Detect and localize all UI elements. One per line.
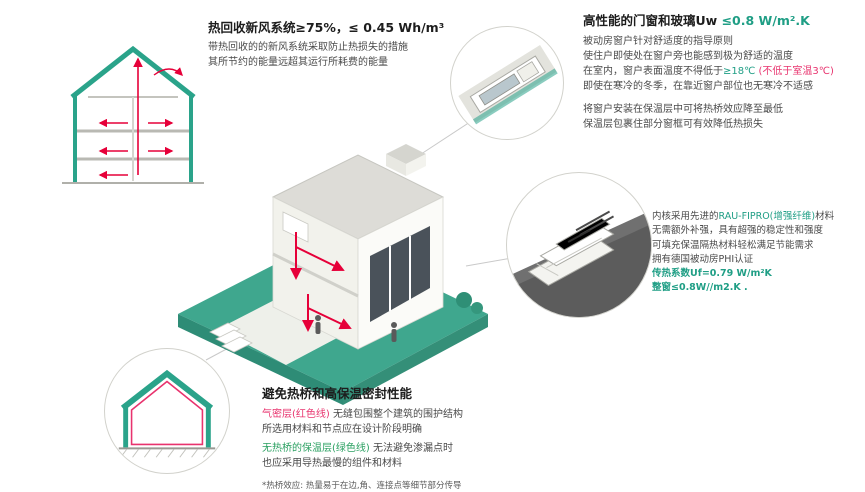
cross-section-house-illustration — [62, 45, 204, 184]
insulation-layer-label: 无热桥的保温层(绿色线) — [262, 443, 370, 455]
human-figures — [315, 315, 397, 342]
windows-line3: 在室内，窗户表面温度不得低于≥18℃ (不低于室温3℃) — [583, 64, 861, 79]
thermal-line3: 无热桥的保温层(绿色线) 无法避免渗漏点时 — [262, 441, 572, 456]
isometric-house-illustration — [178, 144, 488, 405]
windows-section: 高性能的门窗和玻璃Uw ≤0.8 W/m².K 被动房窗户针对舒适度的指导原则 … — [583, 13, 861, 132]
windows-title-text: 高性能的门窗和玻璃Uw — [583, 13, 722, 28]
windows-line5: 将窗户安装在保温层中可将热桥效应降至最低 — [583, 104, 783, 116]
window-detail-illustration — [458, 44, 558, 125]
profile-line1: 内核采用先进的RAU-FIPRO(增强纤维)材料 — [652, 210, 864, 224]
thermal-title: 避免热桥和高保温密封性能 — [262, 386, 413, 401]
profile-line2: 无需额外补强，具有超强的稳定性和强度 — [652, 225, 824, 237]
thermal-line1: 气密层(红色线) 无缝包围整个建筑的围护结构 — [262, 407, 572, 422]
profile-line1-prefix: 内核采用先进的 — [652, 211, 719, 222]
windows-line3-temp: ≥18℃ — [723, 66, 759, 78]
airtight-house-illustration — [118, 369, 216, 458]
glass-facade — [370, 226, 430, 322]
windows-line6: 保温层包裹住部分窗框可有效降低热损失 — [583, 119, 763, 131]
thermal-bridge-circle — [104, 348, 230, 474]
windows-line2: 使住户即使处在窗户旁也能感到极为舒适的温度 — [583, 51, 793, 63]
thermal-line3-text: 无法避免渗漏点时 — [369, 443, 453, 455]
airtight-layer-label: 气密层(红色线) — [262, 409, 330, 421]
thermal-line2: 所选用材料和节点应在设计阶段明确 — [262, 424, 422, 436]
hrv-body-line2: 其所节约的能量远超其运行所耗费的能量 — [208, 57, 388, 69]
thermal-section: 避免热桥和高保温密封性能 气密层(红色线) 无缝包围整个建筑的围护结构 所选用材… — [262, 386, 572, 491]
thermal-footnote: *热桥效应: 热量易于在边,角、连接点等细节部分传导 — [262, 481, 462, 492]
profile-section: 内核采用先进的RAU-FIPRO(增强纤维)材料 无需额外补强，具有超强的稳定性… — [652, 210, 864, 296]
thermal-line4: 也应采用导热最慢的组件和材料 — [262, 458, 402, 470]
profile-uf-value: 传热系数Uf=0.79 W/m²K — [652, 268, 772, 279]
hrv-body-line1: 带热回收的的新风系统采取防止热损失的措施 — [208, 42, 408, 54]
windows-title: 高性能的门窗和玻璃Uw ≤0.8 W/m².K — [583, 13, 861, 29]
window-profile-circle — [506, 172, 652, 318]
profile-line3: 可填充保温隔热材料轻松满足节能需求 — [652, 239, 814, 251]
profile-material-name: RAU-FIPRO(增强纤维) — [718, 211, 816, 222]
thermal-line1-text: 无缝包围整个建筑的围护结构 — [329, 409, 463, 421]
windows-title-uvalue: ≤0.8 W/m².K — [721, 13, 810, 28]
hrv-title: 热回收新风系统≥75%，≤ 0.45 Wh/m³ — [208, 20, 445, 35]
profile-line4: 拥有德国被动房PHI认证 — [652, 253, 754, 265]
windows-line3-prefix: 在室内，窗户表面温度不得低于 — [583, 66, 723, 78]
window-detail-circle — [450, 26, 564, 140]
profile-line1-suffix: 材料 — [815, 211, 835, 222]
windows-line3-note: (不低于室温3℃) — [758, 66, 834, 78]
ground-slab — [178, 237, 488, 392]
hrv-section: 热回收新风系统≥75%，≤ 0.45 Wh/m³ 带热回收的的新风系统采取防止热… — [208, 20, 473, 70]
profile-uw-value: 整窗≤0.8W//m2.K . — [652, 282, 748, 294]
windows-line4: 即使在寒冷的冬季，在靠近窗户部位也无寒冷不适感 — [583, 81, 813, 93]
window-profile-illustration — [507, 210, 651, 317]
windows-line1: 被动房窗户针对舒适度的指导原则 — [583, 36, 733, 48]
